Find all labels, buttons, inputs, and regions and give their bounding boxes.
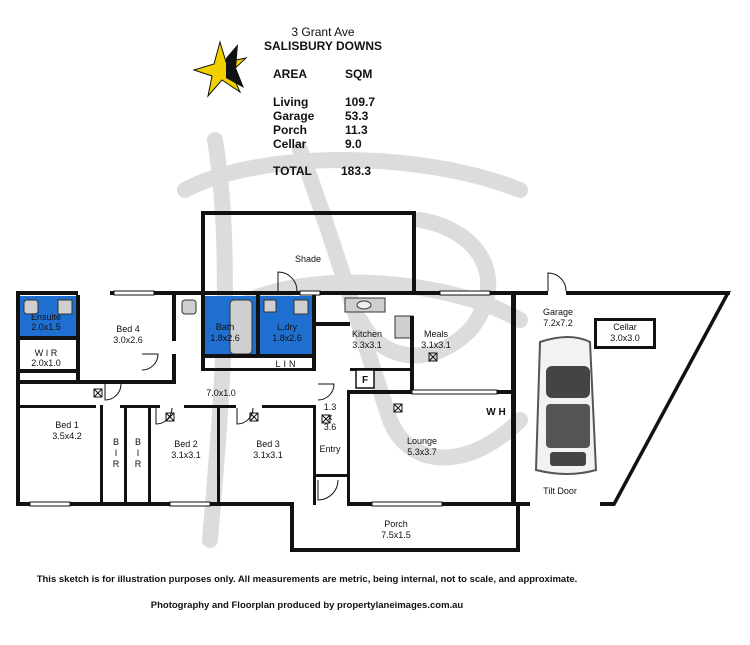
meals-name: Meals <box>424 329 449 339</box>
bir1-letter-b: B <box>113 437 119 447</box>
credit-text: Photography and Floorplan produced by pr… <box>151 600 464 611</box>
area-row-value: 53.3 <box>345 109 369 123</box>
bath-name: Bath <box>216 322 235 332</box>
watermark-logo <box>177 132 528 548</box>
fixtures <box>23 297 414 355</box>
area-row-name: Porch <box>273 123 307 137</box>
passage-dim-2: x <box>328 412 333 422</box>
bir2-letter-b: B <box>135 437 141 447</box>
porch-name: Porch <box>384 519 408 529</box>
kitchen-name: Kitchen <box>352 329 382 339</box>
passage-dim-1: 1.3 <box>324 402 337 412</box>
doors <box>104 271 567 501</box>
address-line-1: 3 Grant Ave <box>291 25 354 39</box>
bir2-letter-r: R <box>135 459 142 469</box>
garage-name: Garage <box>543 307 573 317</box>
total-value: 183.3 <box>341 164 371 178</box>
area-row-value: 9.0 <box>345 137 362 151</box>
bed1-size: 3.5x4.2 <box>52 431 82 441</box>
meals-size: 3.1x3.1 <box>421 340 451 350</box>
entry-label: Entry <box>319 444 341 454</box>
bed4-size: 3.0x2.6 <box>113 335 143 345</box>
fridge-label: F <box>362 375 368 386</box>
bed4-name: Bed 4 <box>116 324 140 334</box>
area-row-value: 11.3 <box>345 123 368 137</box>
linen-label: LIN <box>275 359 298 369</box>
lounge-name: Lounge <box>407 436 437 446</box>
hall-size: 7.0x1.0 <box>206 388 236 398</box>
bath-size: 1.8x2.6 <box>210 333 240 343</box>
bed1-name: Bed 1 <box>55 420 79 430</box>
area-row-name: Living <box>273 95 308 109</box>
wir-size: 2.0x1.0 <box>31 358 61 368</box>
passage-dim-3: 3.6 <box>324 422 337 432</box>
lounge-size: 5.3x3.7 <box>407 447 437 457</box>
tilt-door-label: Tilt Door <box>543 486 577 496</box>
total-label: TOTAL <box>273 164 312 178</box>
bir1-letter-r: R <box>113 459 120 469</box>
cellar-name: Cellar <box>613 322 637 332</box>
windows <box>29 290 498 507</box>
bir1-letter-i: I <box>115 448 118 458</box>
laundry-size: 1.8x2.6 <box>272 333 302 343</box>
kitchen-size: 3.3x3.1 <box>352 340 382 350</box>
area-row-name: Cellar <box>273 137 307 151</box>
wh-label: W H <box>486 407 505 418</box>
area-row-name: Garage <box>273 109 315 123</box>
bed3-size: 3.1x3.1 <box>253 450 283 460</box>
bir2-letter-i: I <box>137 448 140 458</box>
bed2-size: 3.1x3.1 <box>171 450 201 460</box>
disclaimer-text: This sketch is for illustration purposes… <box>37 574 578 585</box>
address-line-2: SALISBURY DOWNS <box>264 39 382 53</box>
area-row-value: 109.7 <box>345 95 375 109</box>
car-icon <box>534 336 598 475</box>
garage-size: 7.2x7.2 <box>543 318 573 328</box>
wir-name: W I R <box>35 348 58 358</box>
bed3-name: Bed 3 <box>256 439 280 449</box>
light-fittings <box>93 352 438 424</box>
shade-label: Shade <box>295 254 321 264</box>
porch-size: 7.5x1.5 <box>381 530 411 540</box>
ensuite-size: 2.0x1.5 <box>31 322 61 332</box>
area-column-header: AREA <box>273 67 307 81</box>
walls <box>16 211 731 552</box>
bed2-name: Bed 2 <box>174 439 198 449</box>
cellar-size: 3.0x3.0 <box>610 333 640 343</box>
ensuite-name: Ensuite <box>31 312 61 322</box>
star-logo-icon <box>192 40 248 98</box>
laundry-name: L,dry <box>277 322 298 332</box>
sqm-column-header: SQM <box>345 67 372 81</box>
fridge-box <box>355 369 375 389</box>
